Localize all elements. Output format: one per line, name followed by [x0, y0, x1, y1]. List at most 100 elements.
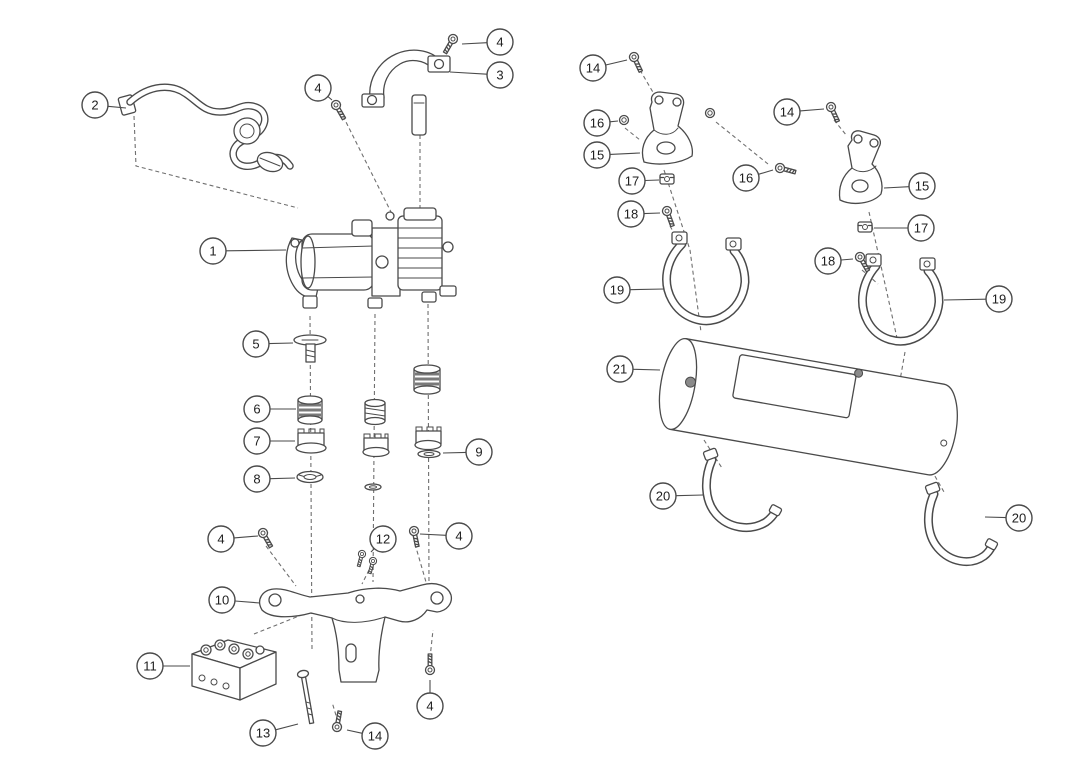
callout-leader-line — [609, 120, 619, 123]
callout-circle — [1005, 504, 1033, 532]
callout-6: 6 — [243, 395, 296, 423]
callout-number: 16 — [590, 116, 604, 131]
screw-icon — [256, 526, 276, 550]
callout-circle — [243, 465, 271, 493]
screw-icon — [440, 32, 460, 56]
callout-number: 14 — [586, 61, 600, 76]
callout-circle — [732, 164, 760, 192]
callout-number: 20 — [656, 489, 670, 504]
lower-bracket-illustration — [259, 582, 453, 683]
callout-number: 17 — [625, 174, 639, 189]
callout-circle — [486, 61, 514, 89]
callout-number: 3 — [496, 68, 503, 83]
spring-bushing-middle-illustration — [364, 398, 386, 426]
screw-icon — [354, 549, 367, 568]
callout-4: 4 — [304, 74, 333, 102]
callout-leader-line — [609, 152, 641, 155]
callout-number: 19 — [992, 292, 1006, 307]
callout-circle — [465, 438, 493, 466]
callout-leader-line — [943, 298, 987, 301]
callout-circle — [583, 141, 611, 169]
callout-circle — [649, 482, 677, 510]
callout-number: 12 — [376, 532, 390, 547]
washer-middle-illustration — [364, 483, 382, 491]
callout-circle — [369, 525, 397, 553]
callout-2: 2 — [81, 91, 127, 119]
callout-19: 19 — [603, 276, 665, 304]
callout-leader-line — [442, 451, 467, 454]
mount-cushion-right-illustration — [414, 426, 442, 451]
callout-number: 4 — [496, 35, 503, 50]
callout-leader-line — [346, 729, 363, 734]
callout-leader-line — [644, 179, 660, 182]
callout-circle — [908, 172, 936, 200]
callout-number: 13 — [256, 726, 270, 741]
callout-17: 17 — [874, 214, 935, 242]
callout-4: 4 — [461, 28, 514, 56]
callout-number: 14 — [780, 105, 794, 120]
callout-4: 4 — [416, 680, 444, 720]
clamp-bracket-right-illustration — [858, 253, 944, 346]
nut-icon — [704, 107, 716, 119]
callout-circle — [208, 586, 236, 614]
callout-19: 19 — [943, 285, 1013, 313]
callout-circle — [243, 395, 271, 423]
callout-leader-line — [268, 342, 294, 345]
callout-14: 14 — [579, 54, 628, 82]
long-bolt-illustration — [296, 669, 315, 725]
callout-8: 8 — [243, 465, 296, 493]
callout-18: 18 — [814, 247, 854, 275]
callout-circle — [618, 167, 646, 195]
callout-circle — [207, 525, 235, 553]
screw-icon — [331, 709, 345, 733]
callout-number: 7 — [253, 434, 260, 449]
callout-circle — [814, 247, 842, 275]
callout-11: 11 — [136, 652, 190, 680]
screw-icon — [424, 653, 436, 676]
callout-1: 1 — [199, 237, 287, 265]
clip-nut-icon — [659, 173, 675, 185]
tank-strap-left-illustration — [702, 447, 783, 533]
callout-number: 4 — [314, 81, 321, 96]
screw-icon — [408, 525, 423, 549]
callout-4: 4 — [207, 525, 259, 553]
washer-star-illustration — [296, 470, 324, 484]
air-tank-illustration — [658, 337, 958, 476]
callout-leader-line — [225, 249, 287, 252]
washer-flat-illustration — [417, 449, 441, 459]
callout-leader-line — [233, 535, 259, 539]
callout-circle — [243, 427, 271, 455]
callout-15: 15 — [583, 141, 641, 169]
callout-number: 4 — [426, 699, 433, 714]
callout-number: 4 — [455, 529, 462, 544]
callout-circle — [486, 28, 514, 56]
callout-leader-line — [461, 42, 488, 45]
callout-leader-line — [419, 533, 447, 536]
callout-leader-line — [840, 258, 854, 261]
callout-leader-line — [675, 494, 704, 497]
callout-circle — [579, 54, 607, 82]
callout-circle — [606, 355, 634, 383]
callout-leader-line — [107, 105, 127, 109]
callout-number: 15 — [915, 179, 929, 194]
screw-icon — [627, 50, 646, 75]
callout-leader-line — [234, 600, 261, 604]
callout-circle — [985, 285, 1013, 313]
callout-20: 20 — [649, 482, 704, 510]
callout-number: 2 — [91, 98, 98, 113]
callout-9: 9 — [442, 438, 493, 466]
tank-strap-right-illustration — [924, 481, 999, 567]
callout-circle — [304, 74, 332, 102]
callout-leader-line — [799, 108, 825, 112]
callout-15: 15 — [883, 172, 936, 200]
upper-bracket-left-illustration — [641, 91, 694, 165]
callout-13: 13 — [249, 719, 299, 747]
callout-circle — [249, 719, 277, 747]
callout-number: 20 — [1012, 511, 1026, 526]
screw-icon — [824, 100, 843, 125]
callout-circle — [445, 522, 473, 550]
callout-circle — [907, 214, 935, 242]
valve-block-illustration — [191, 639, 277, 701]
compressor-illustration — [285, 207, 457, 309]
